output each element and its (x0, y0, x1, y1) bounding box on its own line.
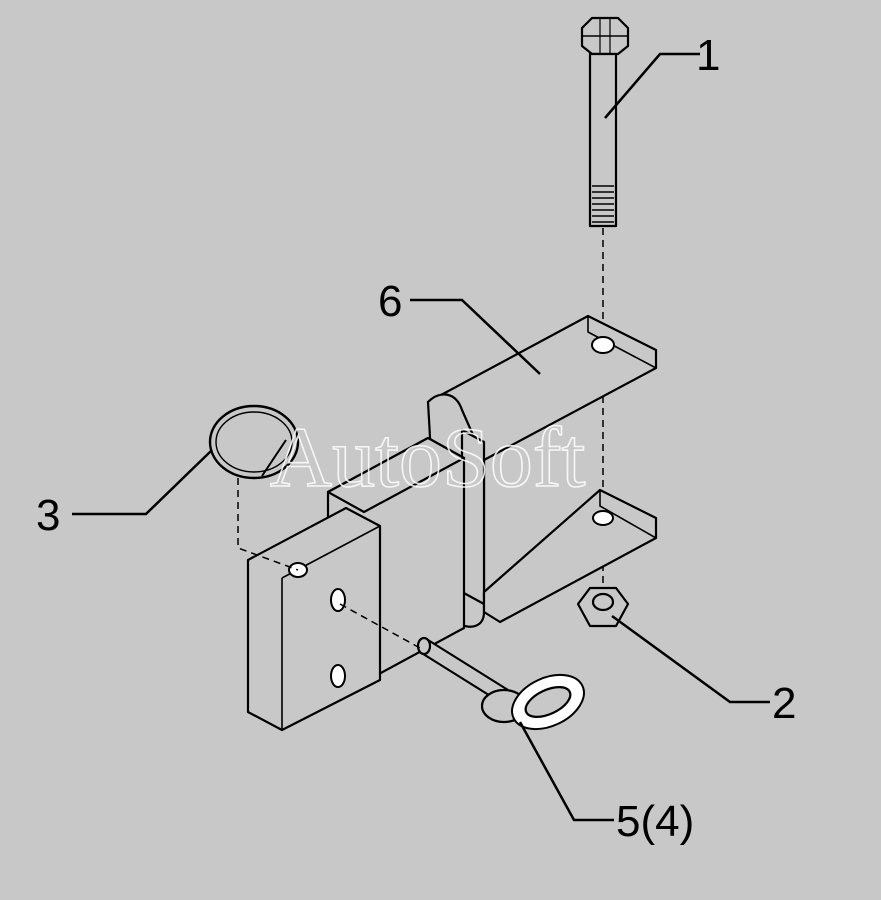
leader-5 (518, 721, 614, 822)
callout-3: 3 (36, 491, 60, 540)
leader-3 (72, 449, 213, 516)
pin (416, 636, 585, 731)
clip-axis-line (237, 478, 299, 571)
callout-6: 6 (378, 277, 402, 326)
leader-6 (410, 298, 541, 375)
leader-2 (611, 614, 770, 704)
watermark-text: AutoSoft (270, 409, 585, 505)
clip-ring (208, 404, 300, 480)
callout-1: 1 (696, 31, 720, 80)
callout-2: 2 (772, 679, 796, 728)
leader-1 (604, 52, 700, 119)
pin-axis-line (339, 603, 421, 649)
callout-5: 5(4) (616, 797, 694, 846)
nut (576, 586, 630, 628)
bolt (580, 16, 630, 228)
clevis-block (246, 436, 466, 732)
